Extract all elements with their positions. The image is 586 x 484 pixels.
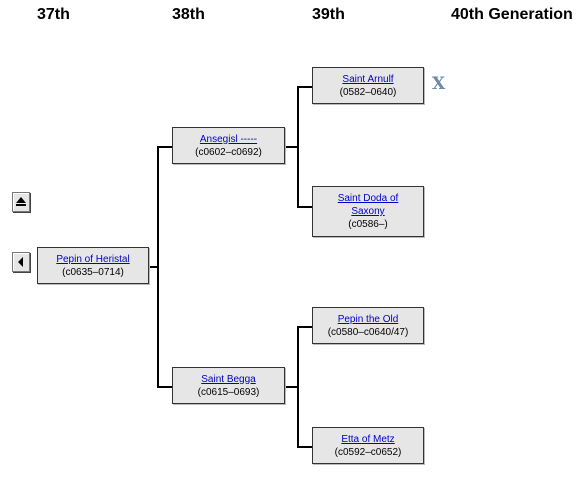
close-x-button[interactable]: X	[432, 74, 446, 94]
generation-header-37: 37th	[37, 6, 70, 23]
person-box-saint-arnulf: Saint Arnulf (0582–0640)	[312, 67, 424, 104]
person-box-saint-doda: Saint Doda of Saxony (c0586–)	[312, 186, 424, 237]
person-link-etta-of-metz[interactable]: Etta of Metz	[341, 433, 395, 445]
back-generation-button[interactable]	[12, 252, 30, 272]
person-name-line: Saxony	[351, 206, 385, 217]
connector-line	[297, 86, 313, 88]
connector-line	[297, 446, 313, 448]
person-box-pepin-the-old: Pepin the Old (c0580–c0640/47)	[312, 307, 424, 344]
person-dates: (c0615–0693)	[197, 386, 260, 398]
person-link-pepin-the-old[interactable]: Pepin the Old	[337, 313, 399, 325]
triangle-left-icon	[18, 257, 23, 267]
person-dates: (c0602–c0692)	[195, 146, 262, 158]
person-box-ansegisl: Ansegisl ----- (c0602–c0692)	[172, 127, 285, 164]
person-link-saint-arnulf[interactable]: Saint Arnulf	[342, 73, 394, 85]
person-dates: (c0635–0714)	[62, 266, 124, 278]
connector-line	[148, 266, 158, 268]
generation-header-38: 38th	[172, 6, 205, 23]
person-link-ansegisl[interactable]: Ansegisl -----	[199, 133, 258, 145]
person-name-line: Saint Doda of	[337, 193, 399, 204]
person-link-saint-doda[interactable]: Saint Doda of Saxony	[313, 192, 423, 218]
connector-line	[297, 326, 299, 448]
person-dates: (c0580–c0640/47)	[327, 326, 409, 338]
person-box-saint-begga: Saint Begga (c0615–0693)	[172, 367, 285, 404]
person-link-saint-begga[interactable]: Saint Begga	[201, 373, 256, 385]
connector-line	[157, 386, 173, 388]
person-box-pepin-of-heristal: Pepin of Heristal (c0635–0714)	[37, 247, 149, 284]
person-dates: (0582–0640)	[339, 86, 397, 98]
generation-header-39: 39th	[312, 6, 345, 23]
person-dates: (c0586–)	[348, 219, 388, 230]
generation-header-40: 40th Generation	[451, 6, 573, 23]
connector-line	[284, 386, 298, 388]
person-dates: (c0592–c0652)	[334, 446, 402, 458]
connector-line	[157, 146, 159, 388]
connector-line	[157, 146, 173, 148]
up-generation-button[interactable]	[12, 192, 30, 212]
connector-line	[297, 86, 299, 208]
person-link-pepin-of-heristal[interactable]: Pepin of Heristal	[56, 253, 130, 265]
connector-line	[297, 326, 313, 328]
connector-line	[284, 146, 298, 148]
connector-line	[297, 206, 313, 208]
person-box-etta-of-metz: Etta of Metz (c0592–c0652)	[312, 427, 424, 464]
eject-up-icon	[16, 197, 26, 206]
